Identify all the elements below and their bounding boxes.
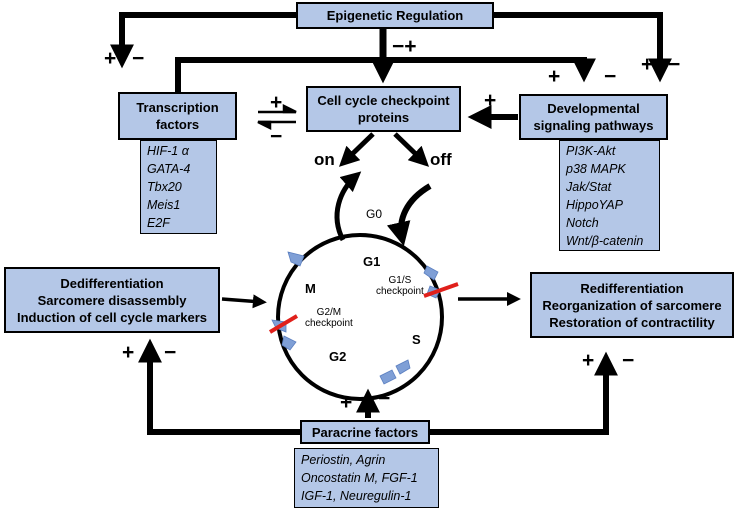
- dedifferentiation-line-2: Sarcomere disassembly: [37, 292, 187, 308]
- transcription-factors-title-1: Transcription: [136, 100, 219, 115]
- g2m-checkpoint-label: G2/M checkpoint: [305, 307, 353, 329]
- paracrine-item: Periostin, Agrin: [301, 453, 386, 467]
- transcription-factors-list: HIF-1 α GATA-4 Tbx20 Meis1 E2F: [140, 140, 217, 234]
- redifferentiation-box: Redifferentiation Reorganization of sarc…: [530, 272, 734, 338]
- g1s-checkpoint-label: G1/S checkpoint: [376, 275, 424, 297]
- pathway-item: HippoYAP: [566, 197, 623, 212]
- paracrine-connectors: [138, 338, 618, 435]
- developmental-signaling-list: PI3K-Akt p38 MAPK Jak/Stat HippoYAP Notc…: [559, 140, 660, 251]
- cyclin-markers: [271, 251, 441, 385]
- g2m-checkpoint-mark: [268, 314, 299, 334]
- g2-label: G2: [329, 349, 347, 364]
- epigenetic-regulation-label: Epigenetic Regulation: [326, 8, 464, 23]
- g2m-checkpoint-line-1: G2/M: [316, 307, 342, 318]
- g1-label: G1: [363, 254, 381, 269]
- paracrine-factors-list: Periostin, Agrin Oncostatin M, FGF-1 IGF…: [294, 448, 439, 508]
- off-label: off: [430, 150, 452, 169]
- paracrine-factors-box: Paracrine factors: [300, 420, 430, 444]
- off-arrow: [393, 132, 430, 167]
- tf-item: Tbx20: [147, 180, 182, 194]
- g0-label: G0: [366, 207, 383, 221]
- dedifferentiation-line-1: Dedifferentiation: [60, 275, 164, 291]
- redifferentiation-line-2: Reorganization of sarcomere: [542, 297, 722, 313]
- epigenetic-dev-plus-1: +: [548, 65, 561, 88]
- paracrine-dediff-minus: −: [164, 341, 177, 364]
- epigenetic-tf-plus: +: [104, 47, 117, 70]
- checkpoint-proteins-line-2: proteins: [357, 110, 410, 125]
- paracrine-factors-label: Paracrine factors: [311, 424, 419, 440]
- tf-item: GATA-4: [147, 162, 191, 176]
- tf-item: HIF-1 α: [147, 144, 189, 158]
- epigenetic-tf-minus: −: [132, 47, 145, 70]
- dedifferentiation-line-3: Induction of cell cycle markers: [16, 309, 208, 325]
- tf-checkpoint-minus: −: [270, 125, 283, 148]
- cell-cycle-checkpoint-proteins-box: Cell cycle checkpoint proteins: [306, 86, 461, 132]
- pathway-item: p38 MAPK: [566, 161, 626, 176]
- redifferentiation-line-1: Redifferentiation: [580, 280, 684, 296]
- paracrine-item: IGF-1, Neuregulin-1: [301, 489, 412, 503]
- paracrine-dediff-plus: +: [122, 341, 135, 364]
- g1s-checkpoint-line-1: G1/S: [388, 275, 412, 286]
- epigenetic-regulation-box: Epigenetic Regulation: [296, 2, 494, 29]
- epigenetic-checkpoint-minus-plus: −+: [392, 35, 417, 58]
- paracrine-rediff-minus: −: [622, 349, 635, 372]
- developmental-signaling-box: Developmental signaling pathways: [519, 94, 668, 140]
- checkpoint-proteins-line-1: Cell cycle checkpoint: [317, 93, 450, 108]
- tf-item: E2F: [147, 216, 170, 230]
- pathway-item: Wnt/β-catenin: [566, 233, 644, 248]
- on-label: on: [314, 150, 335, 169]
- on-arrow: [338, 132, 375, 167]
- transcription-factors-title-2: factors: [155, 117, 200, 132]
- tf-checkpoint-equilibrium: [257, 103, 297, 131]
- epigenetic-dev-minus-2: −: [668, 53, 681, 76]
- paracrine-rediff-plus: +: [582, 349, 595, 372]
- tf-checkpoint-plus: +: [270, 91, 283, 114]
- paracrine-item: Oncostatin M, FGF-1: [301, 471, 418, 485]
- m-label: M: [305, 281, 316, 296]
- tf-item: Meis1: [147, 198, 181, 212]
- pathway-item: Jak/Stat: [566, 179, 612, 194]
- dedifferentiation-box: Dedifferentiation Sarcomere disassembly …: [4, 267, 220, 333]
- dediff-to-cycle-arrow: [221, 294, 267, 309]
- g2m-checkpoint-line-2: checkpoint: [305, 318, 353, 329]
- paracrine-cycle-plus: +: [340, 391, 353, 414]
- g0-entry-arrow: [386, 183, 432, 247]
- g1s-checkpoint-mark: [423, 282, 459, 298]
- epigenetic-dev-minus-1: −: [604, 65, 617, 88]
- redifferentiation-line-3: Restoration of contractility: [549, 314, 715, 330]
- pathway-item: PI3K-Akt: [566, 143, 616, 158]
- pathway-item: Notch: [566, 215, 599, 230]
- developmental-title-1: Developmental: [547, 101, 640, 116]
- s-label: S: [412, 332, 421, 347]
- g1s-checkpoint-line-2: checkpoint: [376, 286, 424, 297]
- epigenetic-dev-plus-2: +: [641, 53, 654, 76]
- developmental-title-2: signaling pathways: [533, 118, 654, 133]
- developmental-checkpoint-plus: +: [484, 89, 497, 112]
- g0-exit-arrow: [334, 171, 362, 242]
- paracrine-cycle-minus: −: [378, 387, 391, 410]
- transcription-factors-box: Transcription factors: [118, 92, 237, 140]
